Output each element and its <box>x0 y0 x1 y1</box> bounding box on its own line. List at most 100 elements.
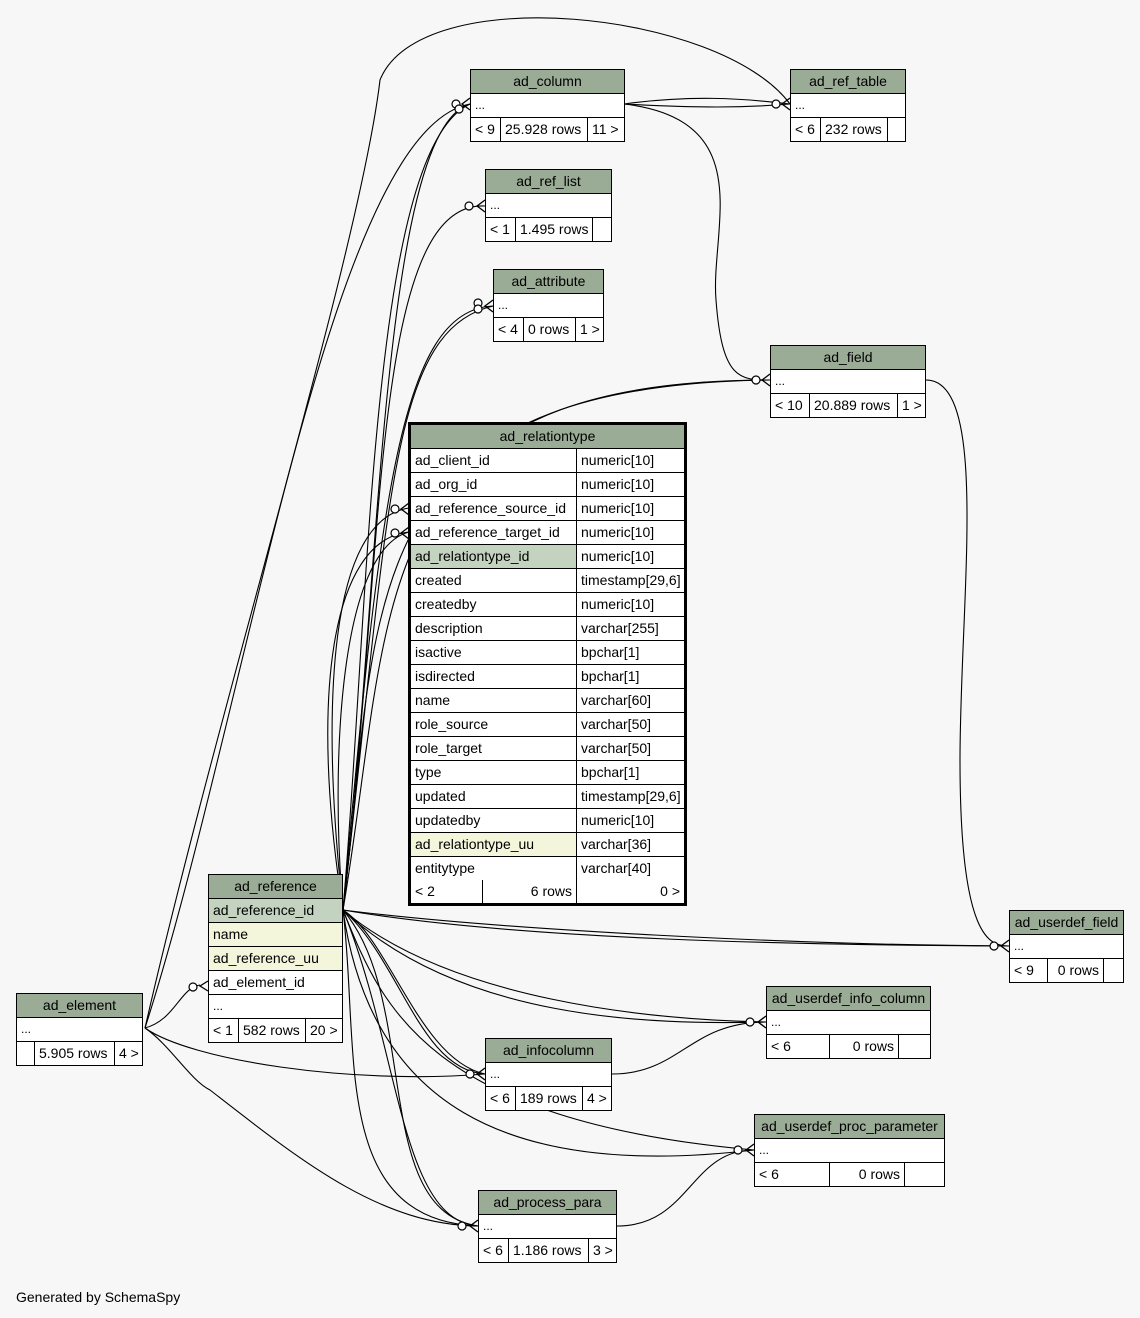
column-name: ad_org_id <box>415 476 478 492</box>
column-name: name <box>415 692 451 708</box>
column-name: ad_client_id <box>415 452 490 468</box>
table-header: ad_element <box>17 994 142 1018</box>
table-body-ellipsis: ... <box>490 198 501 212</box>
column-name: role_target <box>415 740 482 756</box>
footer-parents: < 6 <box>490 1090 510 1106</box>
footer-children: 1 > <box>897 394 925 417</box>
table-footer: < 4 0 rows 1 > <box>494 318 603 341</box>
table-ad_userdef_field[interactable]: ad_userdef_field ... < 9 0 rows <box>1009 910 1124 983</box>
footer-children <box>592 218 611 241</box>
table-footer: < 9 0 rows <box>1010 959 1123 982</box>
footer-parents: < 6 <box>795 121 815 137</box>
table-ad_field[interactable]: ad_field ... < 10 20.889 rows 1 > <box>770 345 926 418</box>
column-name: updated <box>415 788 466 804</box>
footer-children: 1 > <box>575 318 603 341</box>
column-ad_element_id: ad_element_id <box>213 974 305 990</box>
table-header: ad_userdef_proc_parameter <box>755 1115 944 1139</box>
table-header: ad_relationtype <box>411 425 684 449</box>
column-name: created <box>415 572 462 588</box>
column-name: description <box>415 620 483 636</box>
column-type: varchar[36] <box>576 833 684 856</box>
footer-rows: 0 rows <box>523 318 575 341</box>
column-type: numeric[10] <box>576 545 684 568</box>
footer-parents: < 9 <box>1014 962 1034 978</box>
footer-rows: 6 rows <box>482 880 576 903</box>
table-ad_element[interactable]: ad_element ... 5.905 rows 4 > <box>16 993 143 1066</box>
table-body-ellipsis: ... <box>483 1219 494 1233</box>
table-ad_ref_list[interactable]: ad_ref_list ... < 1 1.495 rows <box>485 169 612 242</box>
table-header: ad_ref_table <box>791 70 905 94</box>
table-ad_attribute[interactable]: ad_attribute ... < 4 0 rows 1 > <box>493 269 604 342</box>
footer-rows: 0 rows <box>1047 959 1103 982</box>
footer-children <box>898 1035 930 1058</box>
table-ad_ref_table[interactable]: ad_ref_table ... < 6 232 rows <box>790 69 906 142</box>
table-header: ad_userdef_info_column <box>767 987 930 1011</box>
column-type: bpchar[1] <box>576 761 684 784</box>
table-ad_infocolumn[interactable]: ad_infocolumn ... < 6 189 rows 4 > <box>485 1038 612 1111</box>
column-type: bpchar[1] <box>576 641 684 664</box>
table-footer: < 6 0 rows <box>755 1163 944 1186</box>
table-footer: < 6 189 rows 4 > <box>486 1087 611 1110</box>
footer-children: 4 > <box>582 1087 611 1110</box>
footer-children: 0 > <box>576 880 684 903</box>
table-ad_column[interactable]: ad_column ... < 9 25.928 rows 11 > <box>470 69 625 142</box>
footer-children <box>904 1163 944 1186</box>
table-body-ellipsis: ... <box>775 374 786 388</box>
column-type: bpchar[1] <box>576 665 684 688</box>
column-type: numeric[10] <box>576 521 684 544</box>
footer-rows: 0 rows <box>829 1035 898 1058</box>
table-header: ad_userdef_field <box>1010 911 1123 935</box>
column-name: createdby <box>415 596 477 612</box>
table-ad_reference[interactable]: ad_reference ad_reference_id name ad_ref… <box>208 874 343 1043</box>
footer-parents: < 1 <box>490 221 510 237</box>
column-type: varchar[40] <box>576 857 684 880</box>
footer-parents: < 10 <box>775 397 803 413</box>
column-type: varchar[255] <box>576 617 684 640</box>
table-header: ad_column <box>471 70 624 94</box>
column-row-createdby: createdby numeric[10] <box>411 593 684 617</box>
table-header: ad_ref_list <box>486 170 611 194</box>
column-row-type: type bpchar[1] <box>411 761 684 785</box>
table-ad_userdef_proc_parameter[interactable]: ad_userdef_proc_parameter ... < 6 0 rows <box>754 1114 945 1187</box>
footer-children: 11 > <box>587 118 624 141</box>
table-body-ellipsis: ... <box>213 999 224 1013</box>
footer-children: 20 > <box>305 1019 342 1042</box>
table-footer: < 6 0 rows <box>767 1035 930 1058</box>
column-name: type <box>415 764 442 780</box>
table-body-ellipsis: ... <box>475 98 486 112</box>
footer-parents: < 6 <box>771 1038 791 1054</box>
column-name: ad_reference_target_id <box>415 524 560 540</box>
column-row-updated: updated timestamp[29,6] <box>411 785 684 809</box>
table-footer: < 1 582 rows 20 > <box>209 1019 342 1042</box>
column-name: name <box>213 926 249 942</box>
table-ad_process_para[interactable]: ad_process_para ... < 6 1.186 rows 3 > <box>478 1190 617 1263</box>
column-name: ad_relationtype_uu <box>411 833 576 856</box>
footer-parents: < 9 <box>475 121 495 137</box>
column-type: numeric[10] <box>576 449 684 472</box>
footer-rows: 25.928 rows <box>500 118 587 141</box>
footer-parents: < 6 <box>483 1242 503 1258</box>
table-footer: 5.905 rows 4 > <box>17 1042 142 1065</box>
footer-parents: < 1 <box>213 1022 233 1038</box>
footer-children: 4 > <box>114 1042 142 1065</box>
table-header: ad_process_para <box>479 1191 616 1215</box>
footer-rows: 5.905 rows <box>34 1042 114 1065</box>
table-ad_userdef_info_column[interactable]: ad_userdef_info_column ... < 6 0 rows <box>766 986 931 1059</box>
column-type: varchar[50] <box>576 737 684 760</box>
column-name: role_source <box>415 716 489 732</box>
column-type: timestamp[29,6] <box>576 785 684 808</box>
footer-rows: 1.495 rows <box>515 218 592 241</box>
column-type: numeric[10] <box>576 593 684 616</box>
generated-by-label: Generated by SchemaSpy <box>16 1289 181 1305</box>
column-ad_reference_id: ad_reference_id <box>213 902 315 918</box>
